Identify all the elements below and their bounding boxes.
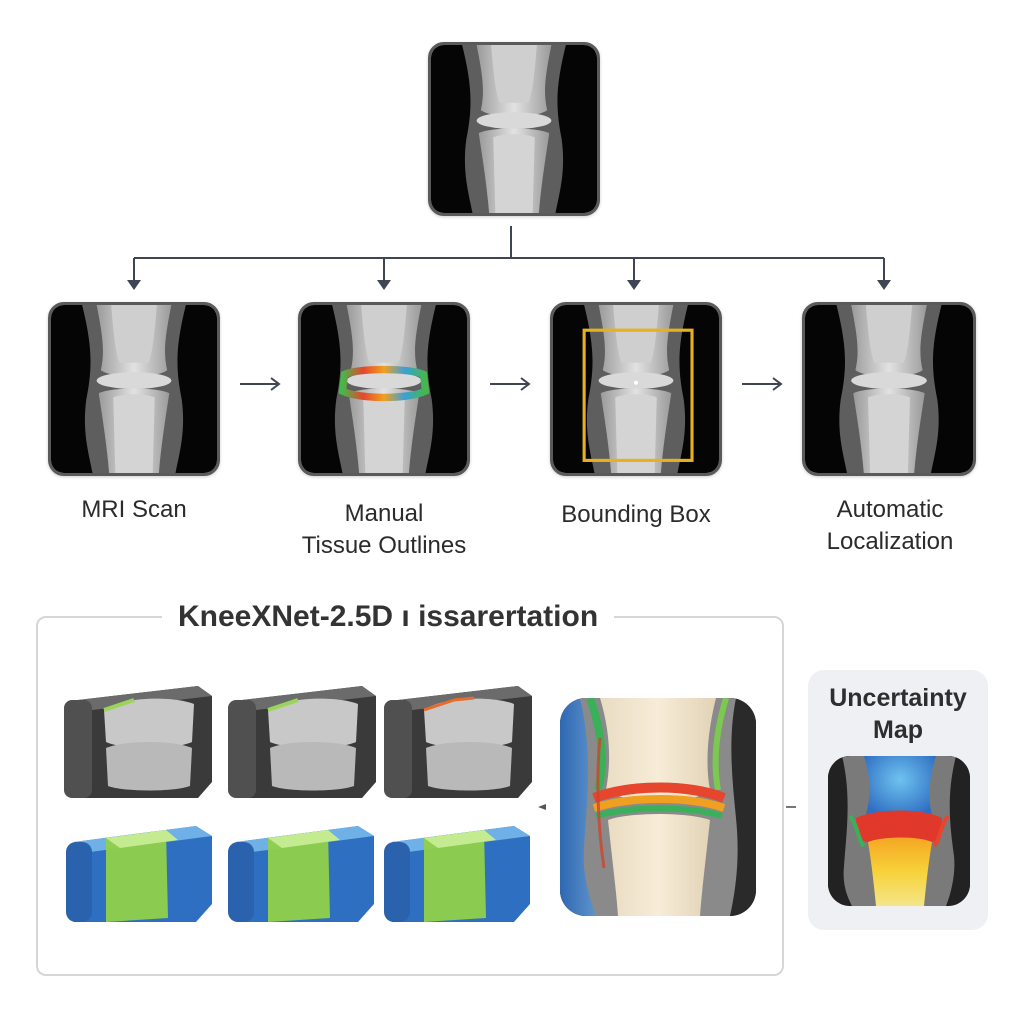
input-mri-thumbnail [428,42,600,216]
feature-block-blue-green [228,826,374,922]
segmentation-result-image [560,698,756,916]
bounding-box-rect [582,328,694,462]
stage-auto-thumbnail [802,302,976,476]
tissue-outline-overlay [338,365,430,402]
caption-bounding-box: Bounding Box [561,501,711,528]
uncertainty-map-title: Uncertainty Map [829,684,967,744]
connector-marks [538,804,796,810]
stage-mri-thumbnail [48,302,220,476]
arrowhead-icon [127,280,141,290]
arrow-right-icon [772,377,783,391]
arrow-right-icon [270,377,281,391]
caption-mri-scan: MRI Scan [81,496,187,523]
caption-automatic-localization: Automatic Localization [826,496,954,555]
distribution-connectors [127,226,891,290]
panel-title: KneeXNet-2.5D ı issarertation [162,600,615,634]
feature-block-blue-green [384,826,530,922]
feature-block-blue-green [66,826,212,922]
arrowhead-icon [377,280,391,290]
uncertainty-heatmap-image [828,756,970,906]
arrowhead-icon [877,280,891,290]
slice-block-gray [64,686,212,798]
slice-block-gray [228,686,376,798]
uncertainty-map-card: Uncertainty Map [808,670,988,930]
arrow-left-icon [538,804,546,810]
arrowhead-icon [627,280,641,290]
stage-manual-thumbnail [298,302,470,476]
arrow-right-icon [520,377,531,391]
stage-bbox-thumbnail [550,302,722,476]
caption-manual-tissue-outlines: Manual Tissue Outlines [301,500,467,559]
stage-arrows [240,377,783,391]
slice-block-gray [384,686,532,798]
